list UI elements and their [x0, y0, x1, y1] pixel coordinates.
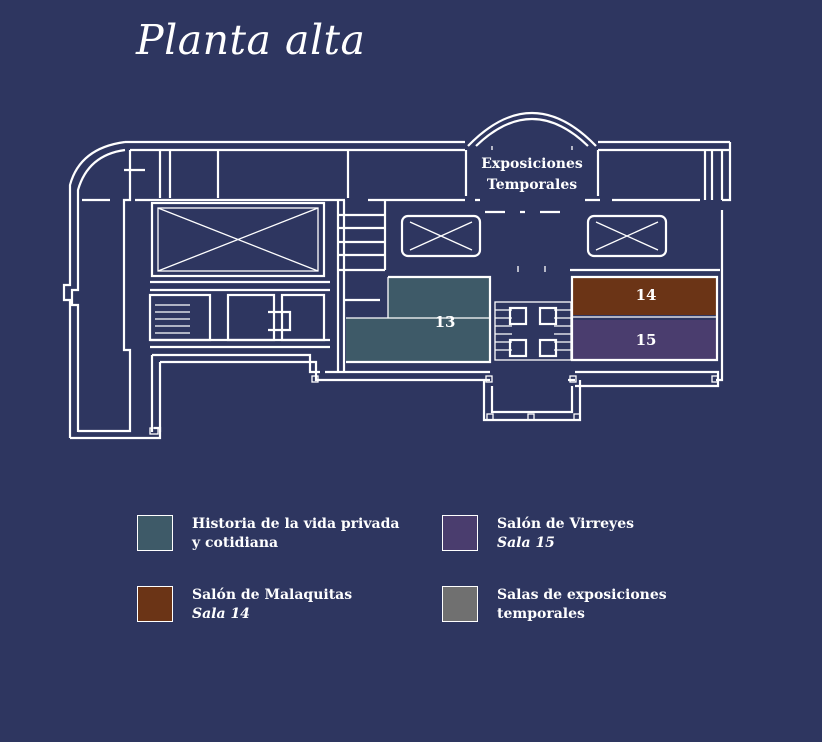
- room-13-number: 13: [435, 313, 456, 331]
- page-title: Planta alta: [136, 16, 366, 64]
- room-15-number: 15: [636, 331, 657, 349]
- legend-swatch: [137, 586, 173, 622]
- legend-label: Salas de exposiciones: [497, 587, 667, 603]
- room-14-number: 14: [636, 286, 657, 304]
- legend-swatch: [137, 515, 173, 551]
- temp-exhibitions-label-line2: Temporales: [487, 177, 577, 193]
- legend-sublabel: Sala 15: [497, 535, 555, 551]
- temp-exhibitions-label-line1: Exposiciones: [481, 156, 583, 172]
- legend-sublabel: Sala 14: [192, 606, 250, 622]
- legend-label: Historia de la vida privada: [192, 516, 400, 532]
- legend-sublabel: y cotidiana: [192, 535, 279, 551]
- building-walls: [62, 112, 732, 440]
- legend-item-historia[interactable]: Historia de la vida privada y cotidiana: [137, 515, 399, 553]
- legend-item-malaquitas[interactable]: Salón de Malaquitas Sala 14: [137, 586, 352, 624]
- room-15-area[interactable]: [572, 320, 717, 360]
- room-13-area[interactable]: [346, 277, 490, 362]
- legend-label: Salón de Virreyes: [497, 516, 634, 532]
- legend-swatch: [442, 586, 478, 622]
- legend-sublabel: temporales: [497, 606, 585, 622]
- floor-plan-map: Exposiciones Temporales 13 14 15: [62, 112, 732, 440]
- legend-swatch: [442, 515, 478, 551]
- legend-label: Salón de Malaquitas: [192, 587, 353, 603]
- legend-item-virreyes[interactable]: Salón de Virreyes Sala 15: [442, 515, 634, 553]
- legend-item-temporales[interactable]: Salas de exposiciones temporales: [442, 586, 667, 624]
- room-14-area[interactable]: [572, 277, 717, 315]
